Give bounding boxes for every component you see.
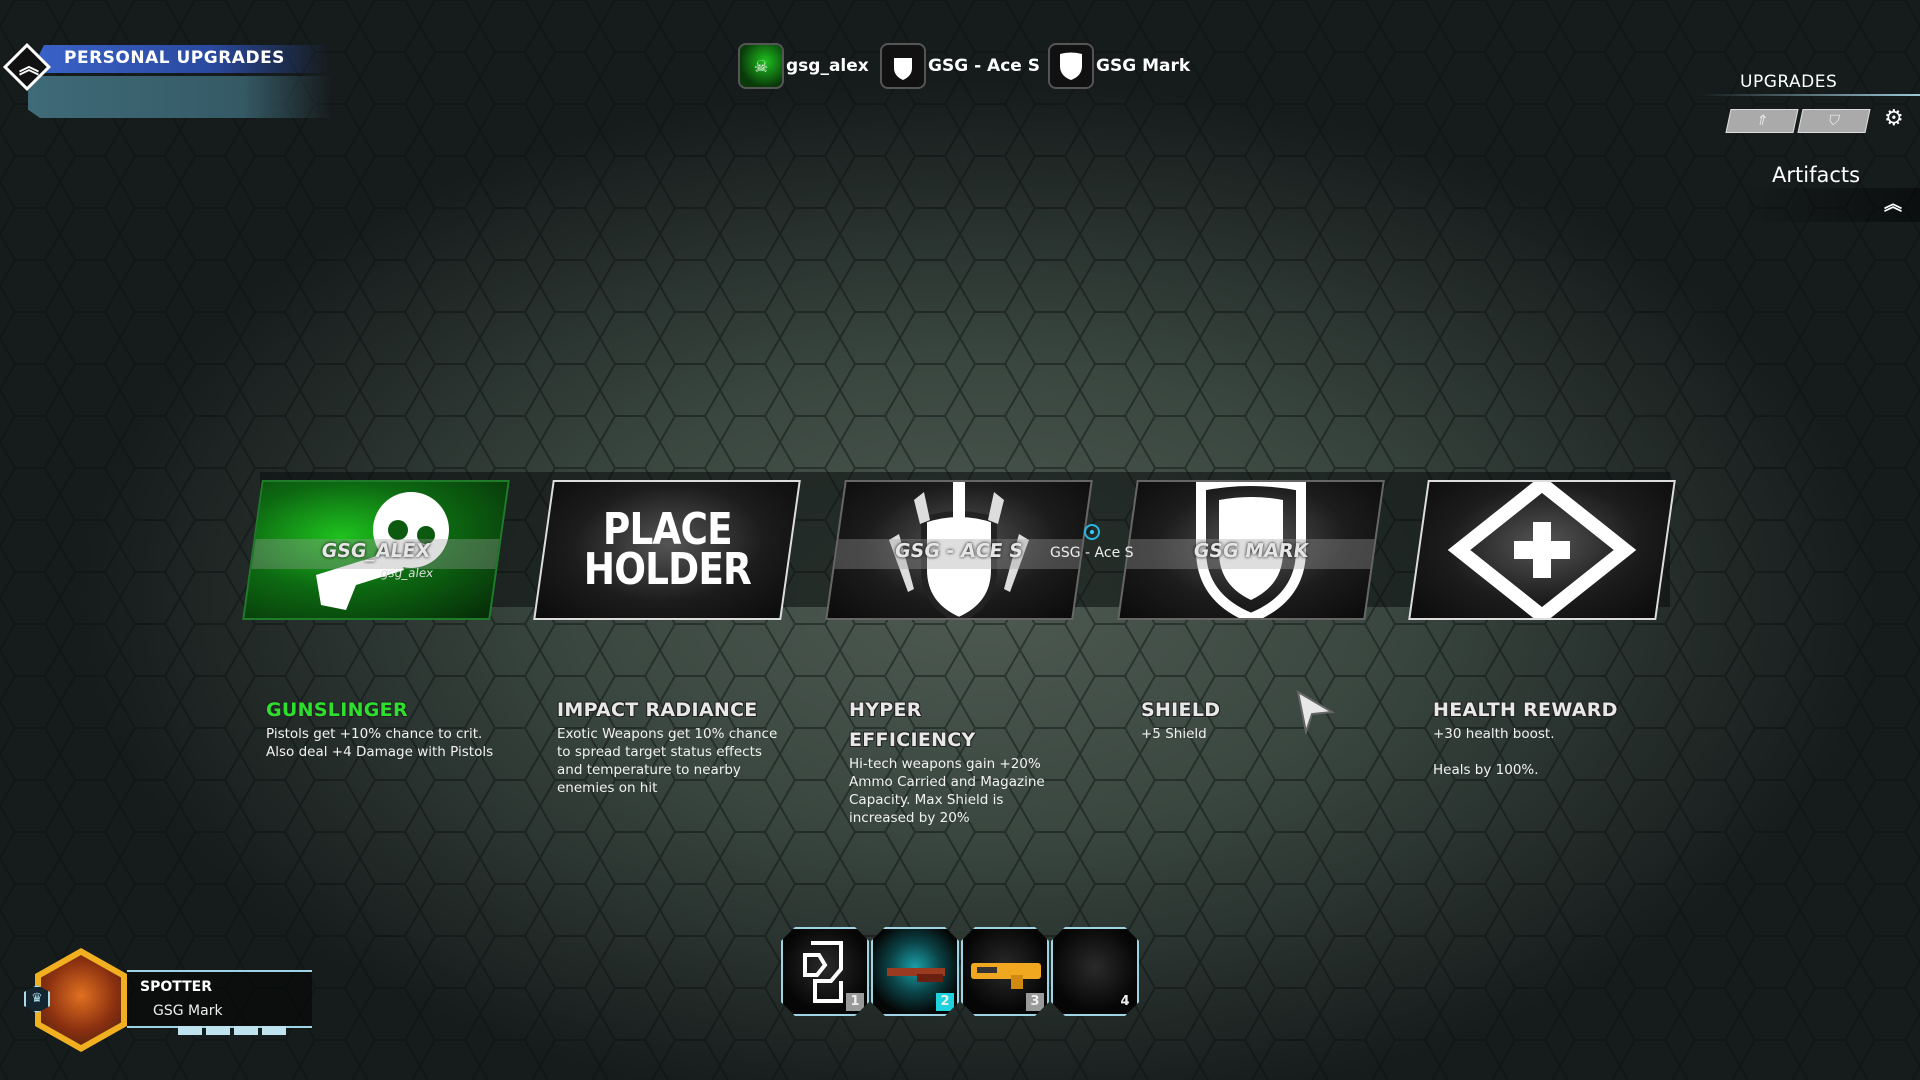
upgrade-description: Hi-tech weapons gain +20% Ammo Carried a… xyxy=(849,756,1045,826)
player-name: GSG Mark xyxy=(153,1003,223,1019)
card-label: GSG - ACE S xyxy=(893,540,1025,562)
upgrade-desc-health-reward: HEALTH REWARD +30 health boost. Heals by … xyxy=(1433,695,1663,779)
player-name: GSG - Ace S xyxy=(928,56,1040,76)
health-segment xyxy=(262,1026,286,1035)
placeholder-text: HOLDER xyxy=(583,544,751,595)
upgrade-title: SHIELD xyxy=(1141,699,1221,721)
upgrade-title: HYPER EFFICIENCY xyxy=(849,699,976,751)
upgrade-desc-shield: SHIELD +5 Shield xyxy=(1141,695,1371,743)
arrows-up-icon[interactable]: ⇑ xyxy=(1725,109,1799,133)
upgrades-label: UPGRADES xyxy=(1740,72,1838,92)
rockets-shield-icon xyxy=(889,482,1029,620)
player-info-panel xyxy=(127,970,312,1028)
skull-pistol-icon xyxy=(316,492,449,610)
player-gsg-ace-s[interactable]: GSG - Ace S xyxy=(880,43,1040,89)
personal-upgrades-header: ︽ PERSONAL UPGRADES xyxy=(2,42,333,123)
page-title: PERSONAL UPGRADES xyxy=(64,48,285,68)
upgrade-description: Pistols get +10% chance to crit. Also de… xyxy=(266,726,494,760)
upgrade-card-shield[interactable]: GSG MARK xyxy=(1117,480,1385,620)
shield-icon xyxy=(1048,43,1094,89)
weapon-slot-4[interactable]: 4 xyxy=(1051,927,1139,1016)
player-gsg-mark[interactable]: GSG Mark xyxy=(1048,43,1190,89)
player-role: SPOTTER xyxy=(140,979,213,995)
health-segment xyxy=(206,1026,230,1035)
shield-icon xyxy=(1196,480,1306,620)
crown-icon: ♛ xyxy=(24,985,50,1013)
player-gsg-alex[interactable]: ☠ gsg_alex xyxy=(738,43,869,89)
gear-icon[interactable]: ⚙ xyxy=(1884,106,1904,131)
card-sublabel: gsg_alex xyxy=(379,566,435,580)
fist-icon xyxy=(803,941,843,1003)
upgrade-card-hyper-efficiency[interactable]: GSG - ACE S xyxy=(825,480,1093,620)
card-label: GSG_ALEX xyxy=(319,540,432,562)
slot-number: 2 xyxy=(936,993,954,1011)
artifacts-bar xyxy=(1740,188,1920,222)
chevron-up-icon[interactable]: ︽ xyxy=(1884,194,1902,215)
weapon-slot-3[interactable]: 3 xyxy=(961,927,1049,1016)
weapon-slot-1[interactable]: 1 xyxy=(781,927,869,1016)
health-cross-icon xyxy=(1447,480,1637,620)
divider xyxy=(1700,94,1920,96)
player-tag: GSG - Ace S xyxy=(1050,545,1134,561)
slot-number: 1 xyxy=(846,993,864,1011)
rockets-shield-icon[interactable]: ⛉ xyxy=(1797,109,1871,133)
slot-number: 3 xyxy=(1026,993,1044,1011)
double-chevron-up-icon: ︽ xyxy=(19,54,39,78)
mouse-cursor-icon xyxy=(1296,690,1336,734)
upgrade-title: GUNSLINGER xyxy=(266,699,408,721)
artifacts-label[interactable]: Artifacts xyxy=(1772,163,1861,187)
slot-number: 4 xyxy=(1120,994,1130,1009)
upgrade-description: +30 health boost. Heals by 100%. xyxy=(1433,726,1555,778)
yellow-blaster-icon xyxy=(971,963,1041,989)
card-label: GSG MARK xyxy=(1192,540,1310,562)
player-name: GSG Mark xyxy=(1096,56,1191,76)
upgrade-description: +5 Shield xyxy=(1141,726,1207,742)
health-segment xyxy=(234,1026,258,1035)
target-marker-icon xyxy=(1084,524,1100,540)
upgrade-title: HEALTH REWARD xyxy=(1433,699,1618,721)
weapon-slot-2[interactable]: 2 xyxy=(871,927,959,1016)
upgrade-card-health-reward[interactable] xyxy=(1408,480,1676,620)
upgrade-desc-gunslinger: GUNSLINGER Pistols get +10% chance to cri… xyxy=(266,695,496,761)
upgrade-card-gunslinger[interactable]: GSG_ALEX gsg_alex xyxy=(242,480,510,620)
skull-pistol-icon: ☠ xyxy=(738,43,784,89)
rockets-shield-icon xyxy=(880,43,926,89)
upgrade-desc-impact-radiance: IMPACT RADIANCE Exotic Weapons get 10% ch… xyxy=(557,695,787,797)
upgrade-description: Exotic Weapons get 10% chance to spread … xyxy=(557,726,778,796)
health-segment xyxy=(178,1026,202,1035)
upgrade-title: IMPACT RADIANCE xyxy=(557,699,758,721)
shotgun-icon xyxy=(887,968,945,982)
player-name: gsg_alex xyxy=(786,56,869,76)
